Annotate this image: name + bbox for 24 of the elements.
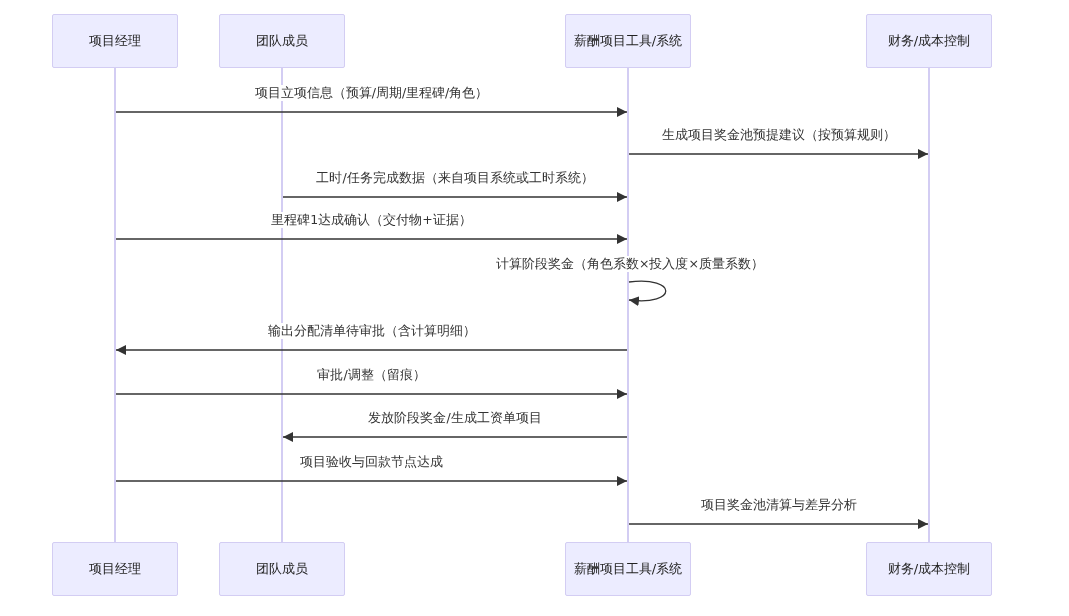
lifeline bbox=[281, 68, 283, 542]
message-arrow bbox=[282, 192, 628, 202]
participant-box: 团队成员 bbox=[219, 542, 345, 596]
message-label: 项目验收与回款节点达成 bbox=[298, 454, 445, 470]
message-arrow bbox=[628, 519, 929, 529]
message-arrow bbox=[115, 389, 628, 399]
participant-box: 薪酬项目工具/系统 bbox=[565, 14, 691, 68]
participant-box: 财务/成本控制 bbox=[866, 14, 992, 68]
participant-box: 项目经理 bbox=[52, 14, 178, 68]
message-arrow bbox=[282, 432, 628, 442]
lifeline bbox=[114, 68, 116, 542]
message-arrow bbox=[115, 345, 628, 355]
lifeline bbox=[627, 68, 629, 542]
self-message-arrow bbox=[628, 280, 667, 306]
participant-box: 财务/成本控制 bbox=[866, 542, 992, 596]
message-arrow bbox=[115, 476, 628, 486]
participant-box: 团队成员 bbox=[219, 14, 345, 68]
participant-box: 项目经理 bbox=[52, 542, 178, 596]
participant-box: 薪酬项目工具/系统 bbox=[565, 542, 691, 596]
lifeline bbox=[928, 68, 930, 542]
message-label: 项目奖金池清算与差异分析 bbox=[698, 497, 859, 513]
message-arrow bbox=[628, 149, 929, 159]
message-arrow bbox=[115, 107, 628, 117]
message-arrow bbox=[115, 234, 628, 244]
